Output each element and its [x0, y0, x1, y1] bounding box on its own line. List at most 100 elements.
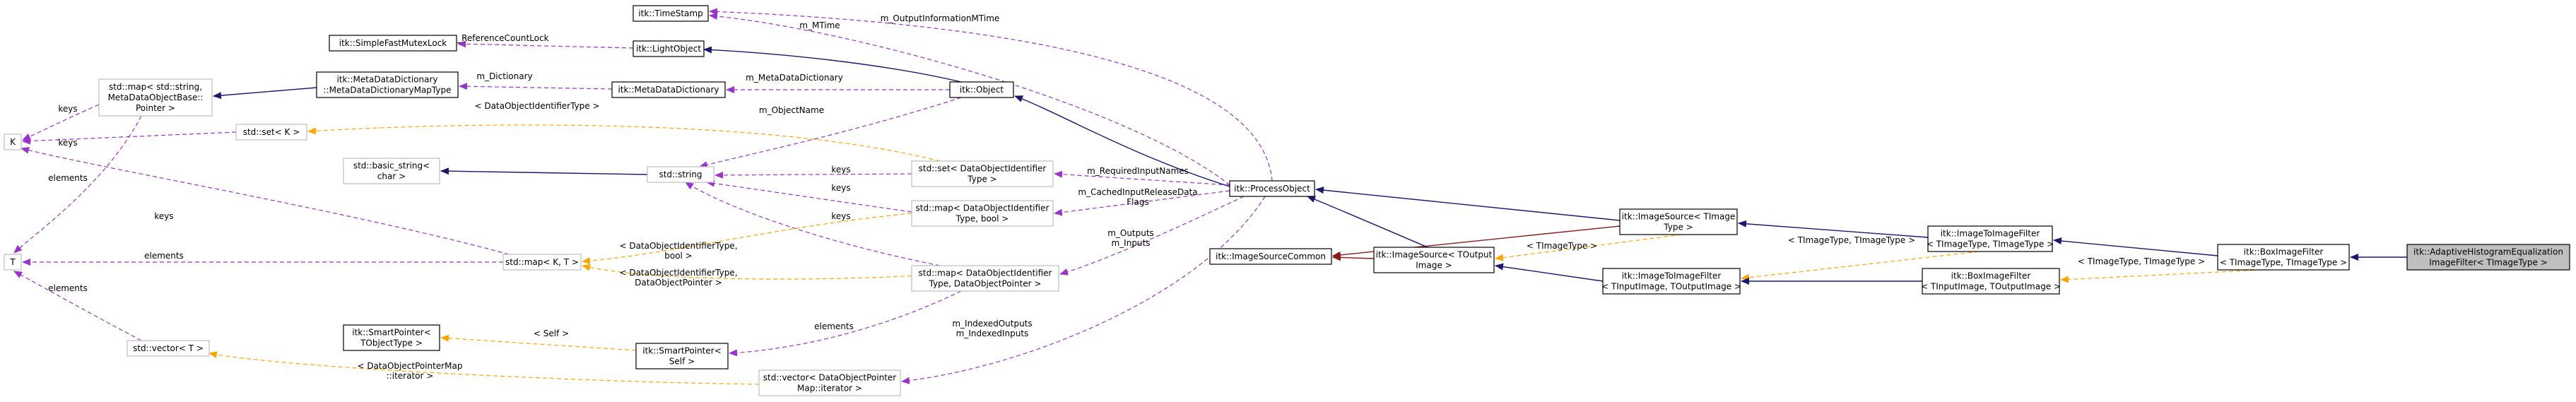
edge-imagesource-toutput-common: [1332, 254, 1375, 261]
edge-label-keys_set_doid: keys: [831, 165, 850, 175]
class-node-processobject[interactable]: itk::ProcessObject: [1229, 180, 1315, 197]
class-node-box: [2406, 244, 2570, 271]
class-node-k[interactable]: K: [4, 134, 22, 150]
edge-iter-stdvector: [208, 351, 760, 385]
class-node-stdset_k[interactable]: std::set< K >: [235, 124, 307, 141]
class-node-t[interactable]: T: [4, 254, 22, 271]
edge-processobject-outputs: [1059, 196, 1245, 276]
class-node-smartpointer_self[interactable]: itk::SmartPointer<Self >: [635, 343, 729, 370]
edge-box-imagetoimage: [2053, 237, 2218, 256]
edge-label-elements_kt: elements: [144, 251, 184, 261]
class-node-smartpointer_tobject[interactable]: itk::SmartPointer<TObjectType >: [343, 324, 440, 351]
class-node-label: std::map< std::string,: [109, 82, 202, 92]
class-node-imagesource_timage[interactable]: itk::ImageSource< TImageType >: [1619, 208, 1738, 235]
class-node-box: [911, 160, 1054, 187]
class-node-mdd_maptype[interactable]: itk::MetaDataDictionary::MetaDataDiction…: [316, 71, 459, 98]
class-node-label: itk::BoxImageFilter: [2244, 247, 2324, 257]
class-node-stdstring[interactable]: std::string: [647, 166, 714, 183]
edge-label-doidtype_bool: < DataObjectIdentifierType,: [619, 241, 737, 251]
edge-label-doidtype_ptr: DataObjectPointer >: [635, 278, 722, 288]
class-node-box: [4, 254, 22, 271]
class-node-metadatadictionary[interactable]: itk::MetaDataDictionary: [611, 81, 726, 98]
edge-label-outputs: m_Inputs: [1111, 238, 1150, 248]
class-node-imagetoimagefilter_timage[interactable]: itk::ImageToImageFilter< TImageType, TIm…: [1927, 225, 2054, 252]
class-node-label: itk::AdaptiveHistogramEqualization: [2413, 247, 2563, 257]
class-node-boximagefilter_tin[interactable]: itk::BoxImageFilter< TInputImage, TOutpu…: [1921, 268, 2061, 295]
class-node-box: [127, 340, 210, 357]
edge-label-elements_sp: elements: [814, 321, 854, 331]
class-node-imagetoimagefilter_tin[interactable]: itk::ImageToImageFilter< TInputImage, TO…: [1601, 268, 1741, 295]
class-node-label: itk::SimpleFastMutexLock: [339, 38, 447, 48]
edge-label-mtime: m_MTime: [799, 20, 840, 30]
class-node-box: [1922, 268, 2060, 295]
edge-label-keys_stdmap: keys: [58, 104, 77, 114]
edge-label-indexed: m_IndexedOutputs: [952, 319, 1032, 329]
class-node-label: std::basic_string<: [353, 161, 430, 171]
edge-timestamp-outputmtime: [709, 8, 1273, 182]
edge-processobject-cached: [1054, 190, 1230, 216]
class-node-label: TObjectType >: [360, 338, 423, 348]
class-node-label: std::map< DataObjectIdentifier: [919, 268, 1052, 278]
edge-label-output_mtime: m_OutputInformationMTime: [881, 13, 1000, 23]
edge-label-dopm_iter: < DataObjectPointerMap: [357, 361, 462, 371]
edge-label-doidtype_bool: bool >: [664, 251, 693, 261]
edge-mapptr-stdstring: [685, 182, 941, 266]
class-node-stdvector_iter[interactable]: std::vector< DataObjectPointerMap::itera…: [758, 370, 901, 396]
edge-mapbool-stdstring: [706, 179, 912, 213]
class-node-label: itk::SmartPointer<: [352, 328, 431, 338]
class-node-label: std::map< K, T >: [505, 257, 579, 267]
edge-processobject-indexed: [901, 196, 1266, 384]
edge-processobject-object: [1014, 95, 1230, 187]
class-node-box: [1927, 225, 2053, 252]
class-node-simplefastmutexlock[interactable]: itk::SimpleFastMutexLock: [329, 35, 457, 52]
edge-self-smartpointer: [440, 334, 637, 351]
class-node-box: [343, 324, 440, 351]
class-node-set_dataobjectid[interactable]: std::set< DataObjectIdentifierType >: [911, 160, 1054, 187]
class-node-stdbasicstring[interactable]: std::basic_string<char >: [343, 158, 440, 184]
class-node-label: itk::BoxImageFilter: [1951, 271, 2031, 281]
class-node-map_dataobjectid_bool[interactable]: std::map< DataObjectIdentifierType, bool…: [911, 200, 1054, 227]
class-node-label: Pointer >: [136, 103, 175, 113]
class-node-adaptive[interactable]: itk::AdaptiveHistogramEqualizationImageF…: [2406, 244, 2570, 271]
class-node-stdvector_t[interactable]: std::vector< T >: [127, 340, 210, 357]
edge-label-elements_t: elements: [48, 173, 88, 183]
class-node-label: itk::ImageSourceCommon: [1216, 252, 1326, 261]
edge-label-keys_set: keys: [58, 138, 77, 148]
class-node-label: itk::ImageToImageFilter: [1941, 229, 2040, 239]
edge-label-refcount: m_ReferenceCountLock: [449, 33, 548, 43]
class-node-label: itk::ImageSource< TImage: [1622, 212, 1736, 222]
edge-label-indexed: m_IndexedInputs: [956, 329, 1029, 338]
edge-label-self: < Self >: [534, 329, 569, 338]
class-node-label: K: [10, 137, 16, 147]
class-node-object[interactable]: itk::Object: [949, 81, 1014, 98]
class-node-box: [343, 158, 440, 184]
class-node-label: std::set< K >: [243, 127, 300, 137]
class-node-label: std::vector< T >: [133, 343, 204, 353]
class-node-label: < TImageType, TImageType >: [1927, 240, 2054, 249]
edge-timestamp-mtime: [709, 13, 1230, 186]
class-node-stdmap_string[interactable]: std::map< std::string,MetaDataObjectBase…: [98, 78, 213, 117]
edge-stdmap-t: [13, 115, 142, 254]
class-node-map_dataobjectid_ptr[interactable]: std::map< DataObjectIdentifierType, Data…: [911, 265, 1059, 292]
class-node-box: [633, 40, 705, 57]
class-node-box: [329, 35, 457, 52]
class-node-box: [98, 78, 213, 117]
edge-imagetoimage-imagesource: [1738, 220, 1929, 238]
class-node-box: [758, 370, 901, 396]
class-node-label: itk::LightObject: [636, 44, 701, 54]
class-node-box: [611, 81, 726, 98]
class-node-label: < TImageType, TImageType >: [2220, 258, 2347, 268]
class-node-box: [911, 265, 1059, 292]
class-node-stdmap_kt[interactable]: std::map< K, T >: [502, 254, 582, 271]
class-node-box: [633, 5, 709, 22]
class-node-timestamp[interactable]: itk::TimeStamp: [633, 5, 709, 22]
class-node-boximagefilter_timage[interactable]: itk::BoxImageFilter< TImageType, TImageT…: [2217, 244, 2350, 271]
class-node-imagesourcecommon[interactable]: itk::ImageSourceCommon: [1209, 248, 1332, 265]
class-node-imagesource_toutput[interactable]: itk::ImageSource< TOutputImage >: [1373, 247, 1495, 273]
class-node-label: std::vector< DataObjectPointer: [763, 373, 897, 383]
class-node-label: itk::ProcessObject: [1234, 184, 1310, 194]
class-node-lightobject[interactable]: itk::LightObject: [633, 40, 705, 57]
edge-label-keys_map_bool: keys: [831, 183, 850, 193]
edge-label-dataobjectidtype: < DataObjectIdentifierType >: [474, 101, 599, 111]
